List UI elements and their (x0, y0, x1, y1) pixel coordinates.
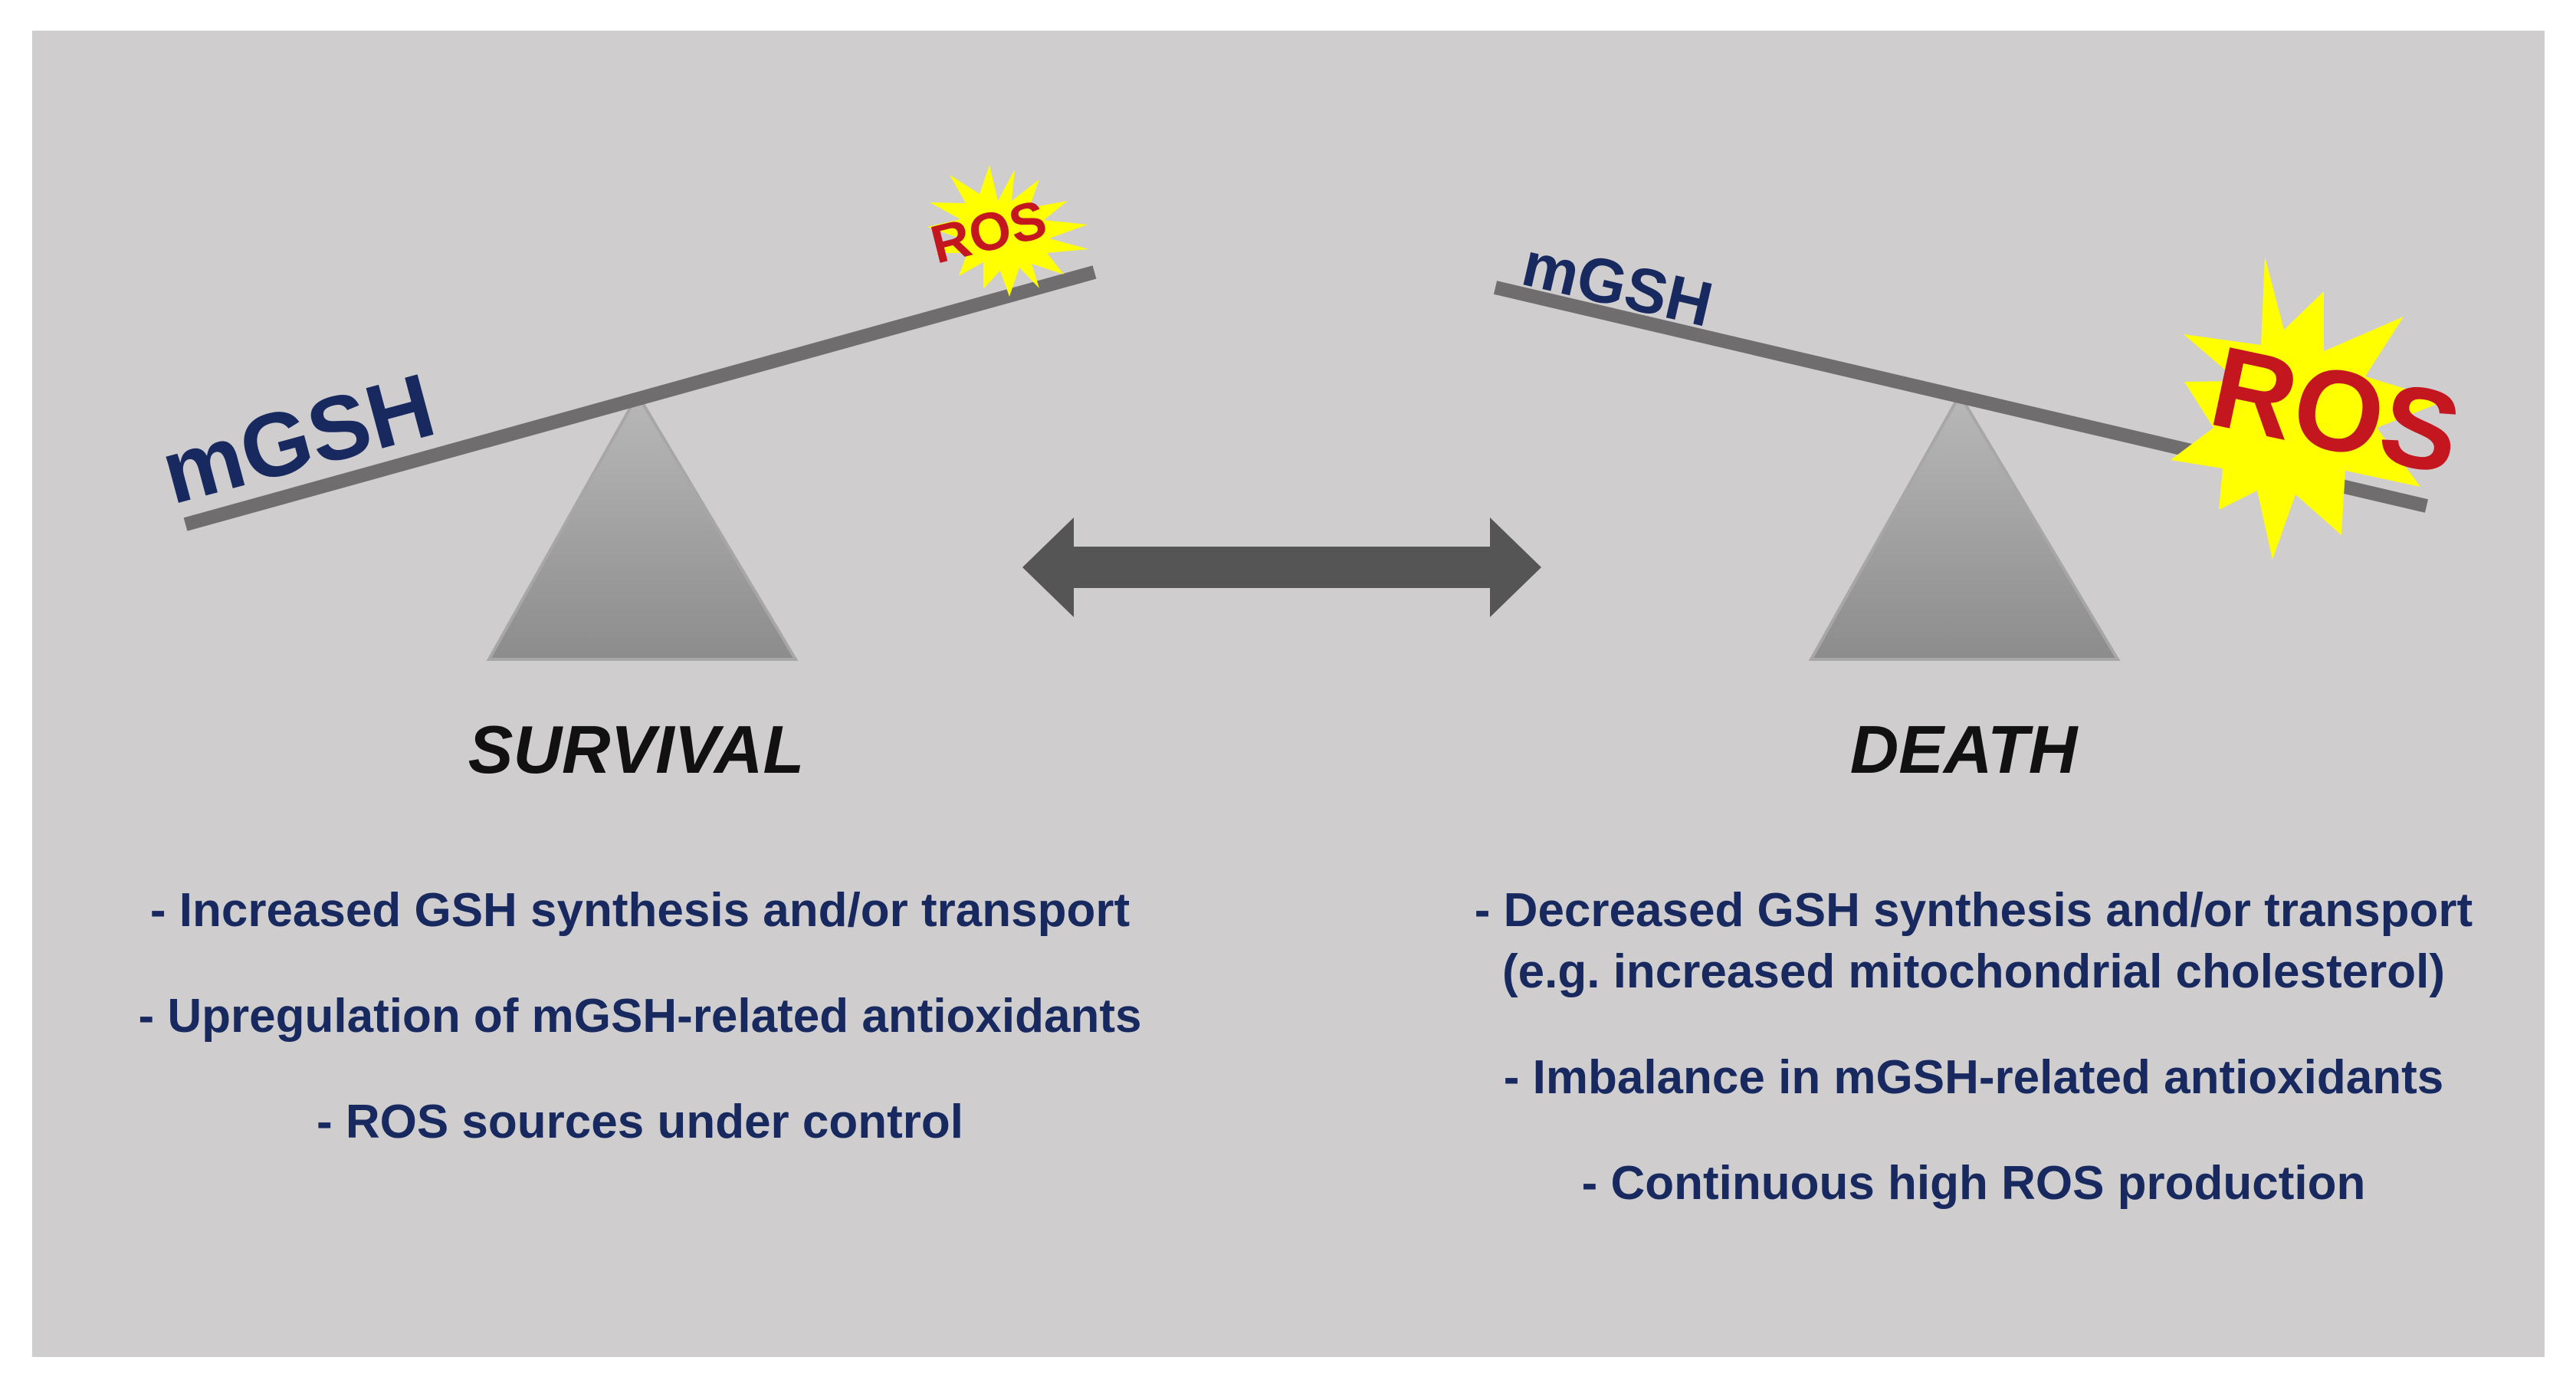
death-ros-burst (2171, 257, 2445, 560)
death-fulcrum (1808, 392, 2121, 661)
diagram-panel (32, 31, 2545, 1357)
survival-bullets: - Increased GSH synthesis and/or transpo… (77, 880, 1203, 1153)
death-mgsh-label: mGSH (1516, 229, 1719, 340)
death-bullet: - Continuous high ROS production (1581, 1157, 2366, 1210)
double-arrow (1022, 517, 1541, 617)
survival-ros-burst (927, 165, 1088, 297)
death-bullet: - Imbalance in mGSH-related antioxidants (1503, 1051, 2444, 1104)
survival-bullet: - ROS sources under control (316, 1096, 964, 1148)
survival-bullet: - Increased GSH synthesis and/or transpo… (149, 884, 1130, 937)
survival-heading: SURVIVAL (468, 711, 804, 787)
survival-fulcrum (486, 392, 799, 661)
death-heading: DEATH (1850, 711, 2079, 787)
death-bullets: - Decreased GSH synthesis and/or transpo… (1410, 880, 2537, 1214)
death-bullet: (e.g. increased mitochondrial cholestero… (1502, 945, 2445, 998)
survival-bullet: - Upregulation of mGSH-related antioxida… (138, 990, 1142, 1043)
death-bullet: - Decreased GSH synthesis and/or transpo… (1474, 884, 2473, 937)
survival-beam (183, 265, 1097, 531)
